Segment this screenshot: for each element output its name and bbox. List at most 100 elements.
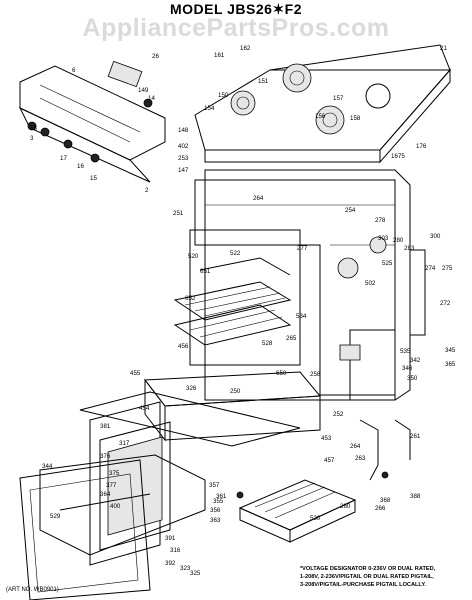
- part-callout-456: 456: [178, 343, 189, 350]
- part-callout-280: 280: [393, 237, 404, 244]
- part-callout-26: 26: [152, 53, 159, 60]
- part-callout-176: 176: [416, 143, 427, 150]
- part-callout-254: 254: [345, 207, 356, 214]
- part-callout-272: 272: [440, 300, 451, 307]
- part-callout-402: 402: [178, 143, 189, 150]
- part-callout-650: 650: [276, 370, 287, 377]
- part-callout-652: 652: [185, 295, 196, 302]
- part-callout-535: 535: [400, 348, 411, 355]
- part-callout-323: 323: [180, 565, 191, 572]
- part-callout-250: 250: [230, 388, 241, 395]
- part-callout-361: 361: [216, 493, 227, 500]
- part-callout-377: 377: [106, 482, 117, 489]
- part-callout-263: 263: [355, 455, 366, 462]
- broiler-pan: [238, 479, 357, 543]
- part-callout-266: 266: [375, 505, 386, 512]
- part-callout-376: 376: [100, 453, 111, 460]
- part-callout-363: 363: [210, 517, 221, 524]
- footnote-2: 1-208V, 2-236V/PIGTAIL OR DUAL RATED PIG…: [300, 574, 434, 580]
- part-callout-264: 264: [253, 195, 264, 202]
- oven-rack: [173, 229, 301, 366]
- cooktop: [194, 44, 452, 164]
- part-callout-303: 303: [378, 235, 389, 242]
- part-callout-15: 15: [90, 175, 97, 182]
- part-callout-528: 528: [262, 340, 273, 347]
- part-callout-300: 300: [430, 233, 441, 240]
- part-callout-2: 2: [145, 187, 149, 194]
- part-callout-454: 454: [139, 405, 150, 412]
- oven-door: [19, 391, 301, 600]
- part-callout-6: 6: [72, 67, 76, 74]
- part-callout-151: 151: [258, 78, 269, 85]
- part-callout-158: 158: [350, 115, 361, 122]
- part-callout-275: 275: [442, 265, 453, 272]
- footnote-1: *VOLTAGE DESIGNATOR 0-236V OR DUAL RATED…: [300, 566, 436, 572]
- part-callout-400: 400: [110, 503, 121, 510]
- part-callout-261: 261: [410, 433, 421, 440]
- part-callout-534: 534: [296, 313, 307, 320]
- part-callout-150: 150: [218, 92, 229, 99]
- part-callout-344: 344: [42, 463, 53, 470]
- part-callout-520: 520: [188, 253, 199, 260]
- part-callout-162: 162: [240, 45, 251, 52]
- part-callout-18: 18: [30, 125, 37, 132]
- part-callout-357: 357: [209, 482, 220, 489]
- cabinet: [194, 169, 426, 401]
- part-callout-16: 16: [77, 163, 84, 170]
- part-callout-149: 149: [138, 87, 149, 94]
- part-callout-283: 283: [404, 245, 415, 252]
- part-callout-381: 381: [100, 423, 111, 430]
- part-callout-355: 355: [213, 498, 224, 505]
- part-callout-253: 253: [178, 155, 189, 162]
- part-callout-388: 388: [410, 493, 421, 500]
- part-callout-21: 21: [440, 45, 447, 52]
- part-callout-154: 154: [204, 105, 215, 112]
- part-callout-251: 251: [173, 210, 184, 217]
- part-callout-368: 368: [380, 497, 391, 504]
- watermark: AppliancePartsPros.com: [82, 14, 390, 42]
- part-callout-342: 342: [410, 357, 421, 364]
- part-callout-457: 457: [324, 457, 335, 464]
- part-callout-1675: 1675: [391, 153, 405, 160]
- part-callout-356: 356: [210, 507, 221, 514]
- part-callout-148: 148: [178, 127, 189, 134]
- part-callout-147: 147: [178, 167, 189, 174]
- part-callout-325: 325: [190, 570, 201, 577]
- part-callout-265: 265: [286, 335, 297, 342]
- part-callout-455: 455: [130, 370, 141, 377]
- part-callout-391: 391: [165, 535, 176, 542]
- part-callout-529: 529: [50, 513, 61, 520]
- part-callout-350: 350: [407, 375, 418, 382]
- part-callout-278: 278: [375, 217, 386, 224]
- part-callout-365: 365: [445, 361, 456, 368]
- part-callout-453: 453: [321, 435, 332, 442]
- part-callout-364: 364: [100, 491, 111, 498]
- part-callout-274: 274: [425, 265, 436, 272]
- part-callout-525: 525: [382, 260, 393, 267]
- part-callout-277: 277: [297, 245, 308, 252]
- part-callout-157: 157: [333, 95, 344, 102]
- part-callout-3: 3: [30, 135, 34, 142]
- part-callout-258: 258: [310, 371, 321, 378]
- part-callout-156: 156: [315, 113, 326, 120]
- drawer: [144, 371, 322, 442]
- control-panel: [18, 60, 166, 183]
- part-callout-161: 161: [214, 52, 225, 59]
- part-callout-392: 392: [165, 560, 176, 567]
- part-callout-502: 502: [365, 280, 376, 287]
- part-callout-17: 17: [60, 155, 67, 162]
- part-callout-345: 345: [445, 347, 456, 354]
- part-callout-260: 260: [340, 503, 351, 510]
- part-callout-522: 522: [230, 250, 241, 257]
- part-callout-14: 14: [148, 95, 155, 102]
- hinges: [236, 419, 411, 499]
- part-callout-326: 326: [186, 385, 197, 392]
- footnote-3: 3-208V/PIGTAIL-PURCHASE PIGTAIL LOCALLY.: [300, 582, 426, 588]
- part-callout-264: 264: [350, 443, 361, 450]
- part-callout-375: 375: [109, 470, 120, 477]
- part-callout-252: 252: [333, 411, 344, 418]
- part-callout-316: 316: [170, 547, 181, 554]
- part-callout-346: 346: [402, 365, 413, 372]
